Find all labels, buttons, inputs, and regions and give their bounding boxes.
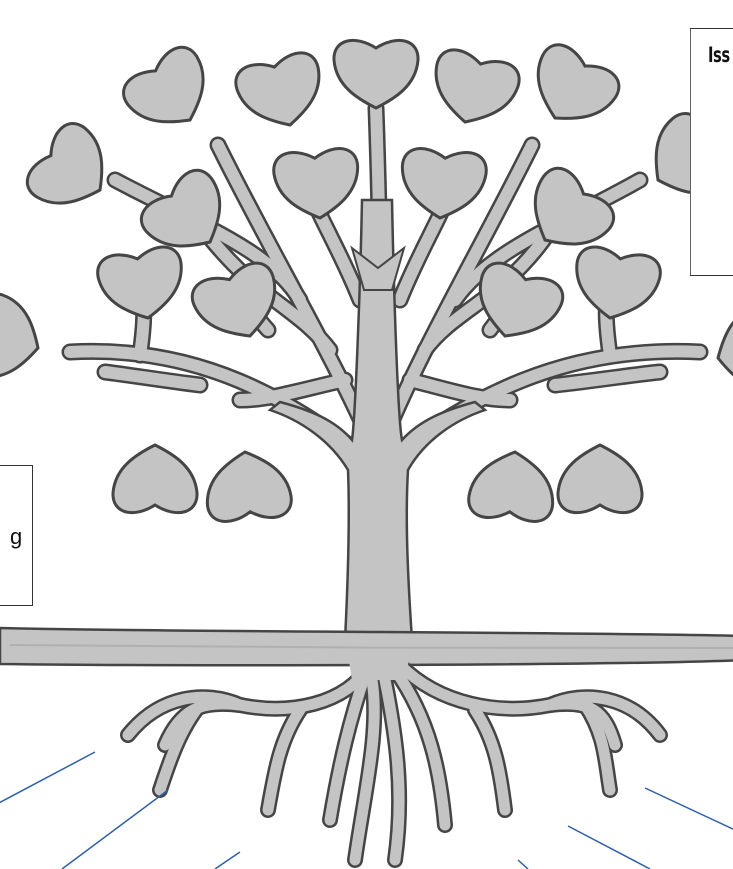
leaf [0,290,49,389]
leaf [709,303,733,399]
leaf [95,244,190,325]
connector-line [215,852,240,869]
trunk [270,200,485,640]
left-box-text: g [10,524,22,550]
connector-line [62,790,168,869]
leaf [117,40,225,144]
leaf [203,448,293,523]
leaf [232,49,331,136]
leaf [113,445,197,513]
leaf [398,147,488,222]
leaf [334,40,418,108]
issue-box: Iss [690,28,733,276]
connector-line [0,752,95,805]
connector-line [645,788,733,830]
connector-line [518,860,528,869]
leaf [272,147,362,222]
leaf [424,46,523,133]
leaf [20,117,124,225]
issue-box-title: Iss [708,43,730,67]
left-text-box: g [0,465,33,606]
leaf [558,445,642,513]
leaf [569,244,664,325]
leaf [519,38,626,139]
roots [128,655,660,860]
leaf [467,448,557,523]
connector-line [568,826,650,869]
